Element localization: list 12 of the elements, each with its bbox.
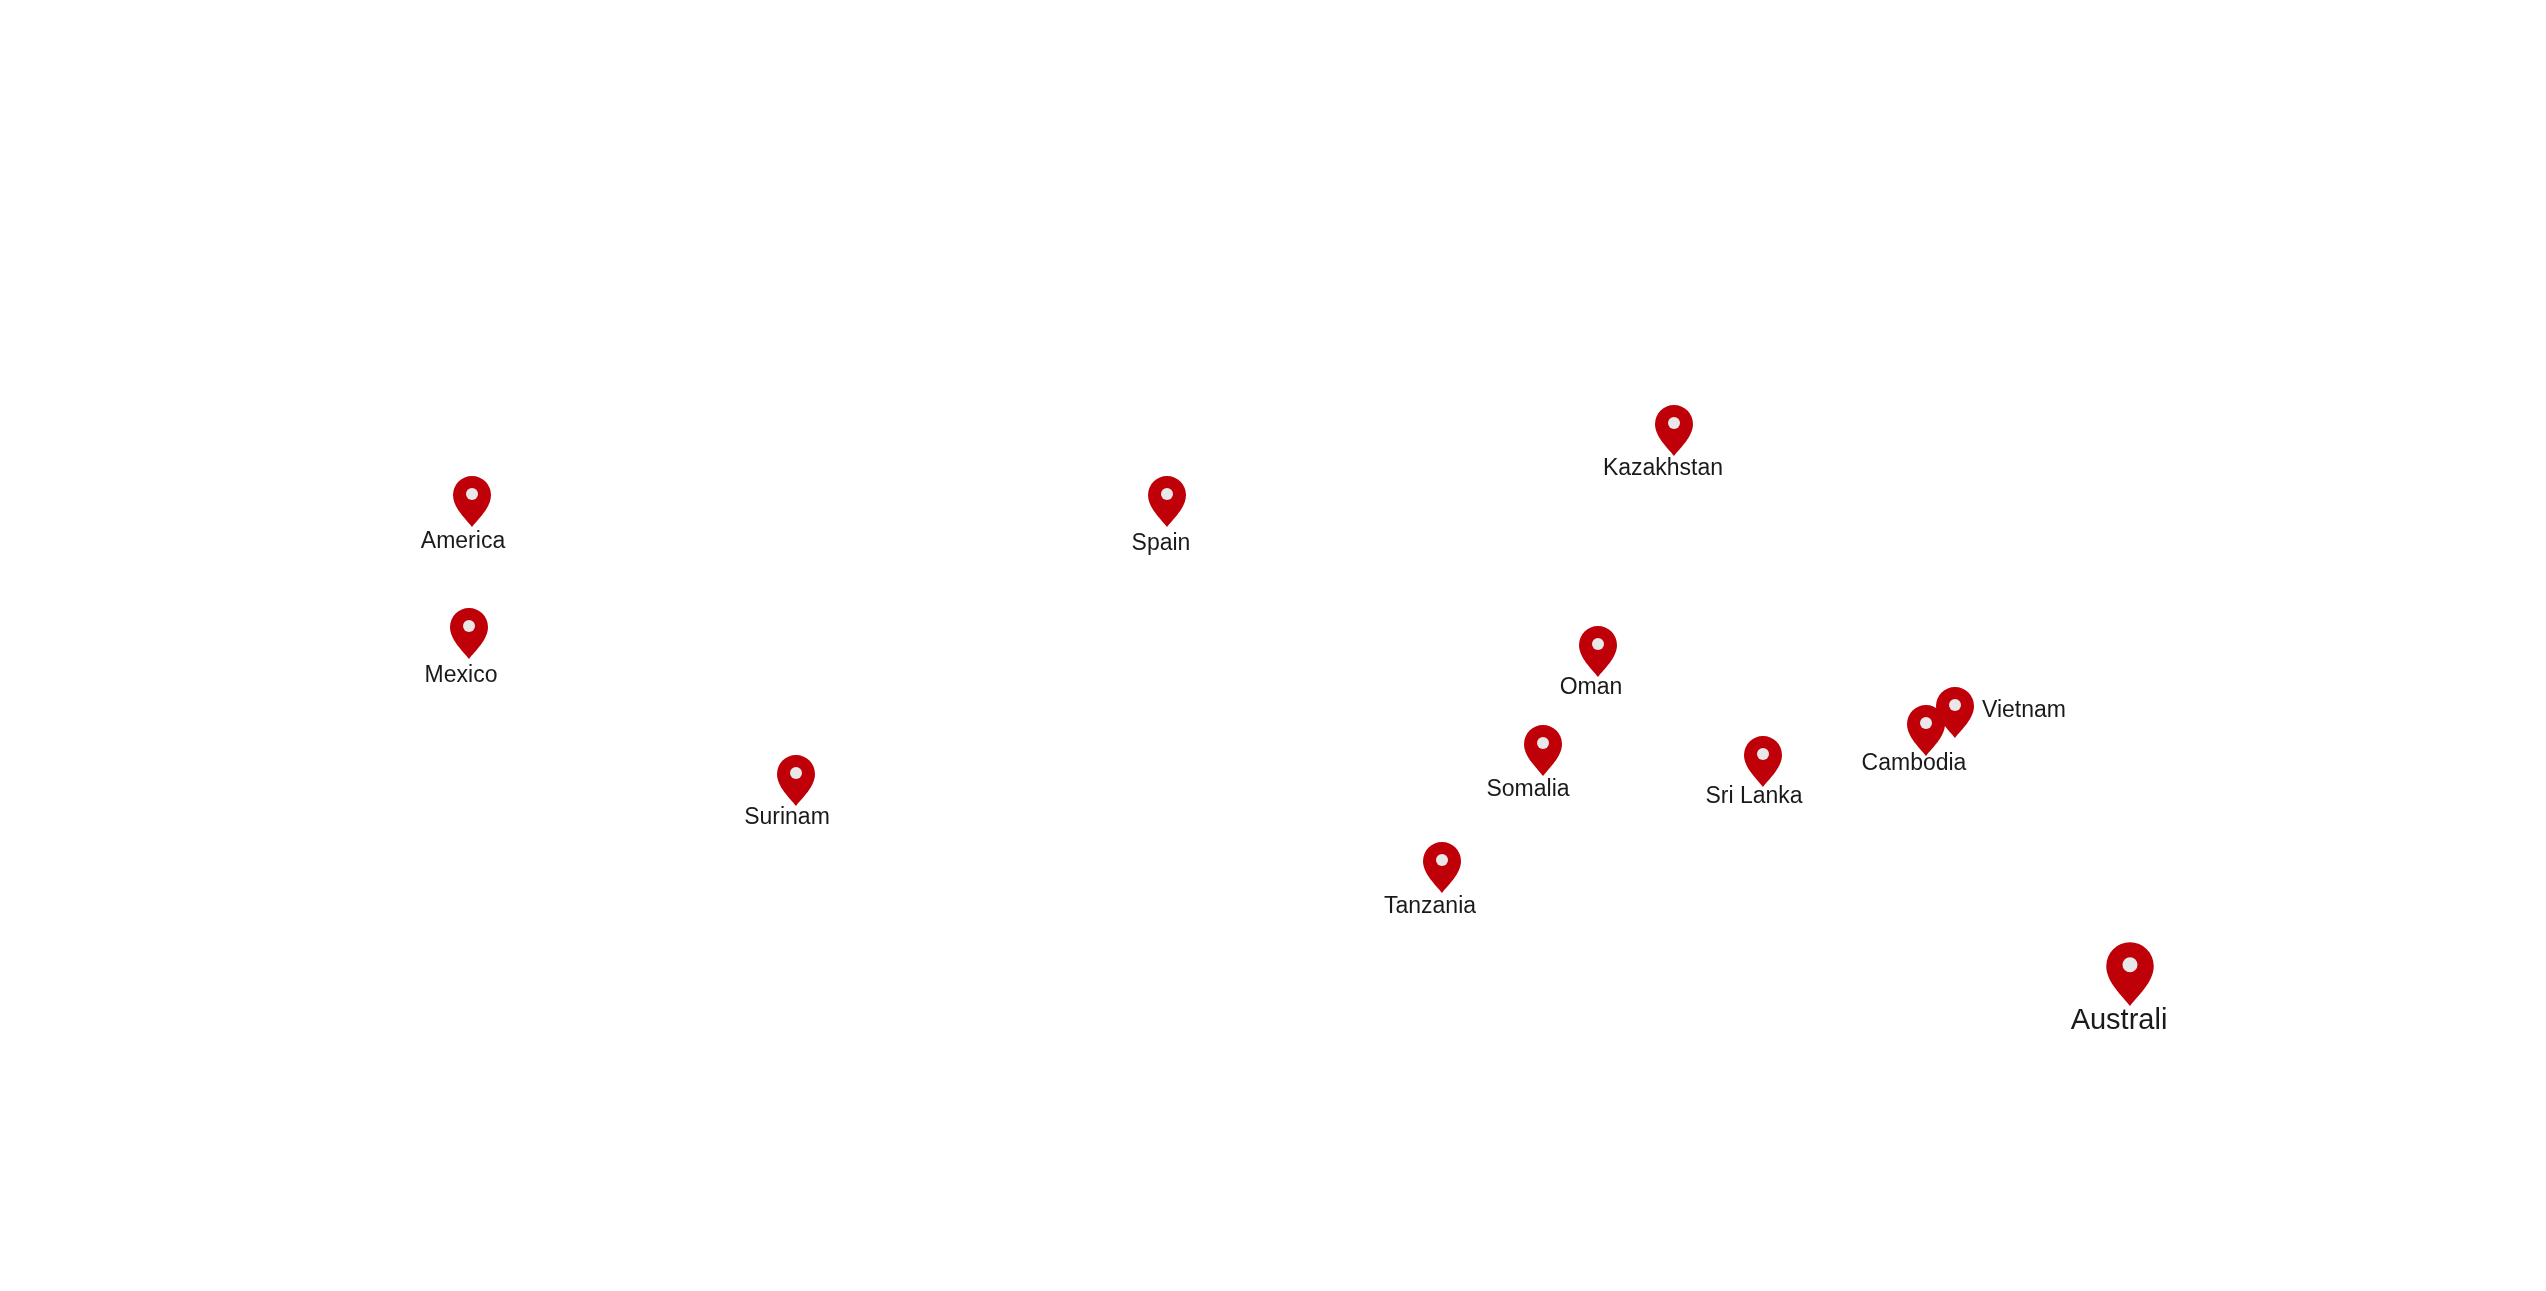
country-label: Vietnam [1982, 697, 2066, 723]
country-label: Australi [2070, 1004, 2168, 1036]
country-label: Cambodia [1861, 750, 1967, 776]
country-label: America [420, 528, 506, 554]
country-label: Somalia [1486, 776, 1570, 802]
country-label: Spain [1131, 530, 1191, 556]
country-label: Surinam [744, 804, 830, 830]
country-label: Oman [1559, 674, 1623, 700]
country-label: Kazakhstan [1602, 455, 1724, 481]
country-label: Mexico [424, 662, 498, 688]
country-label: Tanzania [1383, 893, 1477, 919]
country-label: Sri Lanka [1705, 783, 1803, 809]
